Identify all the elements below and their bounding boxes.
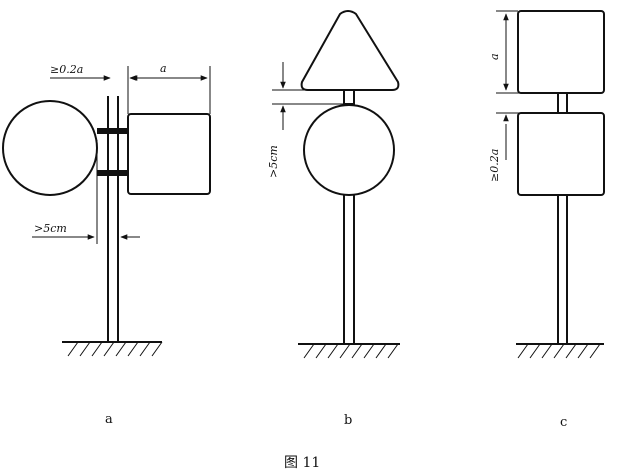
panel-b-gap-label: >5cm [267,145,280,178]
panel-c-gap-dimension [496,112,556,160]
panel-b-post [343,195,355,344]
panel-b-ground [298,343,400,359]
panel-c-label: c [560,415,567,430]
panel-a-width-dimension [130,66,211,114]
panel-b-label: b [344,413,352,428]
panel-c-gap-label: ≥0.2a [488,149,501,182]
panel-a-label: a [105,412,113,427]
panel-c-lower-sign [517,112,605,196]
panel-c-height-label: a [488,53,501,60]
panel-b: >5cm b [267,10,400,428]
panel-b-connector [343,89,355,105]
panel-b-round-sign [303,104,395,196]
panel-a-ground [62,341,163,357]
panel-a-top-gap-label: ≥0.2a [50,63,83,76]
panel-c: a ≥0.2a c [488,10,605,430]
panel-a-bottom-gap-label: >5cm [34,222,67,235]
panel-c-upper-sign [517,10,605,94]
panel-b-triangle-sign [300,10,400,91]
panel-a-post [107,96,119,342]
panel-a-round-sign [2,100,98,196]
panel-a: ≥0.2a a >5cm a [2,62,211,427]
panel-a-width-label: a [160,62,167,75]
panel-b-gap-dimension [272,62,346,130]
figure-caption: 图 11 [284,455,320,471]
panel-a-square-sign [127,113,211,195]
panel-a-bottom-dimension [32,140,140,244]
panel-a-brackets [97,128,127,176]
panel-c-post [557,195,568,344]
panel-c-ground [516,343,604,359]
panel-c-height-dimension [496,10,556,94]
panel-c-connector [557,92,568,114]
